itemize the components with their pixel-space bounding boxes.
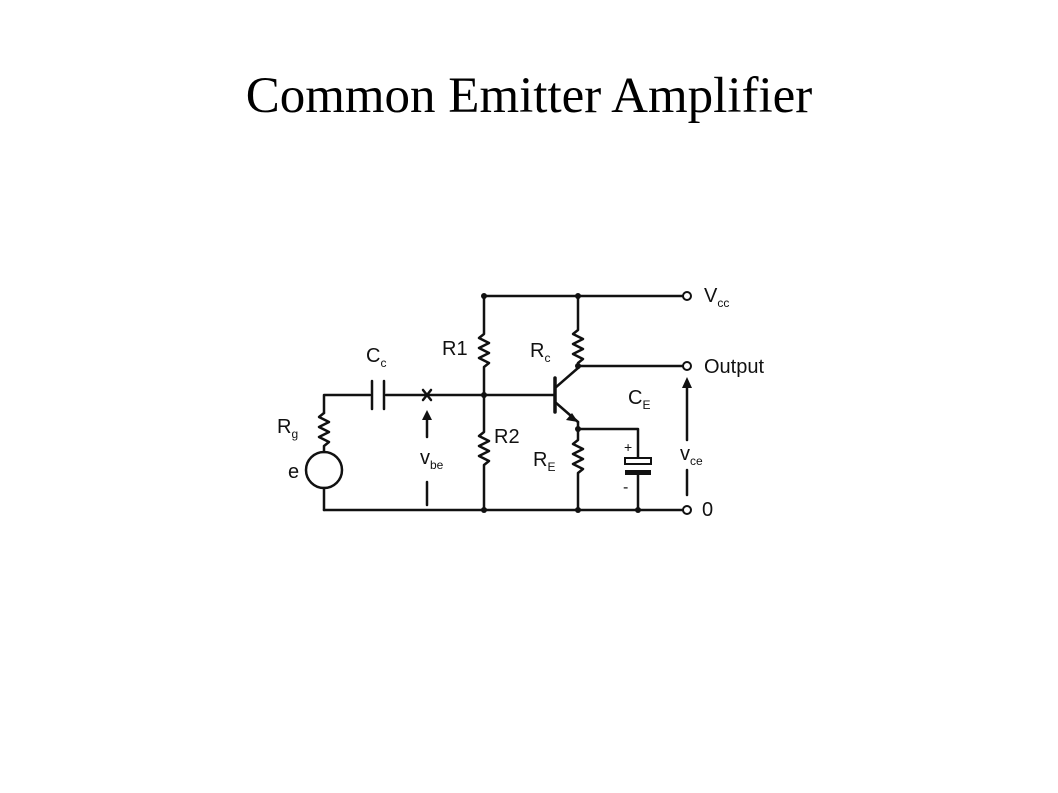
vbe-arrowhead: [422, 410, 432, 420]
signal-source-e: [304, 450, 344, 490]
rg-resistor: [317, 411, 331, 454]
cc-capacitor: [370, 379, 386, 411]
output-label: Output: [704, 356, 764, 378]
r2-label: R2: [494, 426, 520, 448]
junction-collector: [575, 363, 581, 369]
slide-title: Common Emitter Amplifier: [245, 68, 813, 124]
ce-capacitor: [624, 457, 652, 475]
e-label: e: [288, 461, 299, 483]
output-terminal: [682, 361, 692, 371]
r2-resistor: [477, 393, 491, 512]
re-resistor: [571, 420, 585, 512]
junction-r1-vcc: [481, 293, 487, 299]
vce-arrowhead: [682, 377, 692, 388]
re-label: RE: [533, 449, 555, 474]
junction-emitter: [575, 426, 581, 432]
ce-plus-label: +: [624, 439, 632, 455]
junction-gnd-ce: [635, 507, 641, 513]
r1-resistor: [477, 294, 491, 397]
ce-wire: [576, 427, 640, 512]
rc-label: Rc: [530, 340, 550, 365]
junction-gnd-r2: [481, 507, 487, 513]
rc-resistor: [571, 294, 585, 370]
vcc-terminal: [682, 291, 692, 301]
vbe-cross-marker: [421, 388, 433, 402]
junction-gnd-re: [575, 507, 581, 513]
npn-transistor: [553, 366, 580, 424]
junction-rc-vcc: [575, 293, 581, 299]
input-wire: [322, 393, 372, 415]
ground-label: 0: [702, 499, 713, 521]
rg-label: Rg: [277, 416, 298, 441]
cc-label: Cc: [366, 345, 386, 370]
junction-base: [481, 392, 487, 398]
r1-label: R1: [442, 338, 468, 360]
vbe-label: vbe: [420, 447, 444, 472]
vcc-label: Vcc: [704, 285, 729, 310]
ce-minus-label: -: [623, 479, 628, 496]
ce-label: CE: [628, 387, 650, 412]
ground-terminal: [682, 505, 692, 515]
vce-label: vce: [680, 443, 703, 468]
